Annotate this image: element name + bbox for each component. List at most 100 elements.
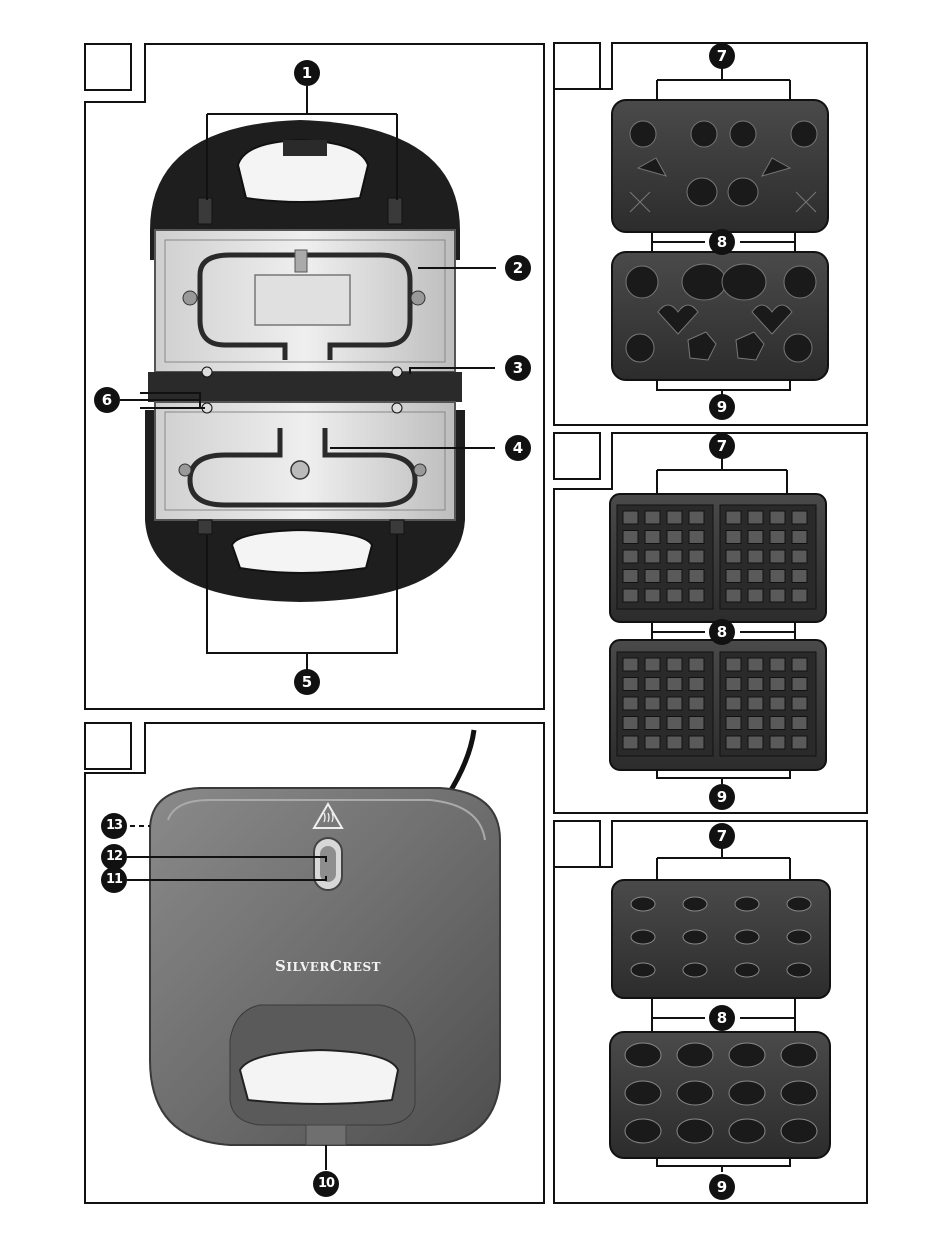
waffle-cell [748,570,763,583]
waffle-cell [748,511,763,524]
waffle-cell [689,736,704,749]
waffle-cell [770,658,785,671]
callout-9-middle: 9 [709,784,735,810]
waffle-cell [726,736,741,749]
callout-7-middle: 7 [709,433,735,459]
nut-cavity [787,930,811,944]
waffle-cell [645,589,660,602]
waffle-cell [667,550,682,563]
nut-cavity [625,1119,661,1143]
nut-cavity [781,1119,817,1143]
nut-cavity [787,963,811,977]
nut-cavity [625,1043,661,1067]
callout-9-bottom: 9 [709,1174,735,1200]
waffle-cell [623,717,638,730]
nut-cavity [683,930,707,944]
callout-8-top: 8 [709,229,735,255]
nut-cavity [631,897,655,911]
brand-part-1: ILVER [286,960,330,974]
waffle-cell [792,736,807,749]
waffle-cell [645,570,660,583]
waffle-cell [689,570,704,583]
waffle-cell [623,570,638,583]
waffle-cell [667,678,682,691]
waffle-cell [726,658,741,671]
nut-cavity [735,963,759,977]
waffle-cell [689,531,704,544]
nut-cavity [729,1119,765,1143]
waffle-cell [667,658,682,671]
nut-cavity [735,897,759,911]
waffle-cell [623,531,638,544]
brand-part-2: REST [342,960,381,974]
waffle-cell [792,658,807,671]
waffle-cell [645,658,660,671]
waffle-cell [748,736,763,749]
open-appliance-drawing [145,120,465,602]
callout-1: 1 [294,60,320,86]
brand-logo: SILVERCREST [275,957,381,975]
waffle-cell [770,697,785,710]
callout-4: 4 [505,435,531,461]
waffle-cell [667,697,682,710]
closed-appliance-drawing [150,730,500,1145]
nut-cavity [683,963,707,977]
waffle-cell [623,589,638,602]
waffle-cell [667,531,682,544]
waffle-cell [623,550,638,563]
waffle-cell [623,736,638,749]
callout-9-top: 9 [709,394,735,420]
waffle-cell [667,511,682,524]
waffle-cell [792,550,807,563]
brand-letter-1: S [275,957,286,975]
waffle-cell [770,511,785,524]
waffle-cell [689,550,704,563]
waffle-cell [623,658,638,671]
waffle-cell [748,531,763,544]
callout-11: 11 [101,867,127,893]
waffle-cell [667,717,682,730]
waffle-cell [726,511,741,524]
waffle-cell [770,736,785,749]
nut-cavity [787,897,811,911]
callout-8-middle: 8 [709,619,735,645]
waffle-cell [792,717,807,730]
waffle-cell [645,717,660,730]
callout-13: 13 [101,813,127,839]
waffle-cell [748,678,763,691]
callout-10: 10 [313,1171,339,1197]
waffle-cell [748,697,763,710]
nut-cavity [781,1043,817,1067]
waffle-cell [748,658,763,671]
waffle-cell [645,511,660,524]
waffle-cell [645,736,660,749]
waffle-cell [645,550,660,563]
waffle-cell [748,550,763,563]
callout-8-bottom: 8 [709,1005,735,1031]
waffle-cell [623,697,638,710]
waffle-cell [623,678,638,691]
waffle-cell [726,678,741,691]
waffle-cell [748,717,763,730]
nut-cavity [729,1043,765,1067]
waffle-cell [645,531,660,544]
waffle-cell [792,511,807,524]
waffle-cell [792,570,807,583]
waffle-cell [726,550,741,563]
nut-cavity [683,897,707,911]
nut-cavity [781,1081,817,1105]
waffle-cell [645,697,660,710]
waffle-cell [726,589,741,602]
waffle-cell [792,678,807,691]
nut-cavity [735,930,759,944]
waffle-cell [792,531,807,544]
nut-cavity [729,1081,765,1105]
waffle-cell [623,511,638,524]
callout-5: 5 [294,669,320,695]
callout-3: 3 [505,355,531,381]
nut-cavity [631,930,655,944]
nut-cavity [677,1119,713,1143]
waffle-cell [770,717,785,730]
waffle-cell [689,511,704,524]
